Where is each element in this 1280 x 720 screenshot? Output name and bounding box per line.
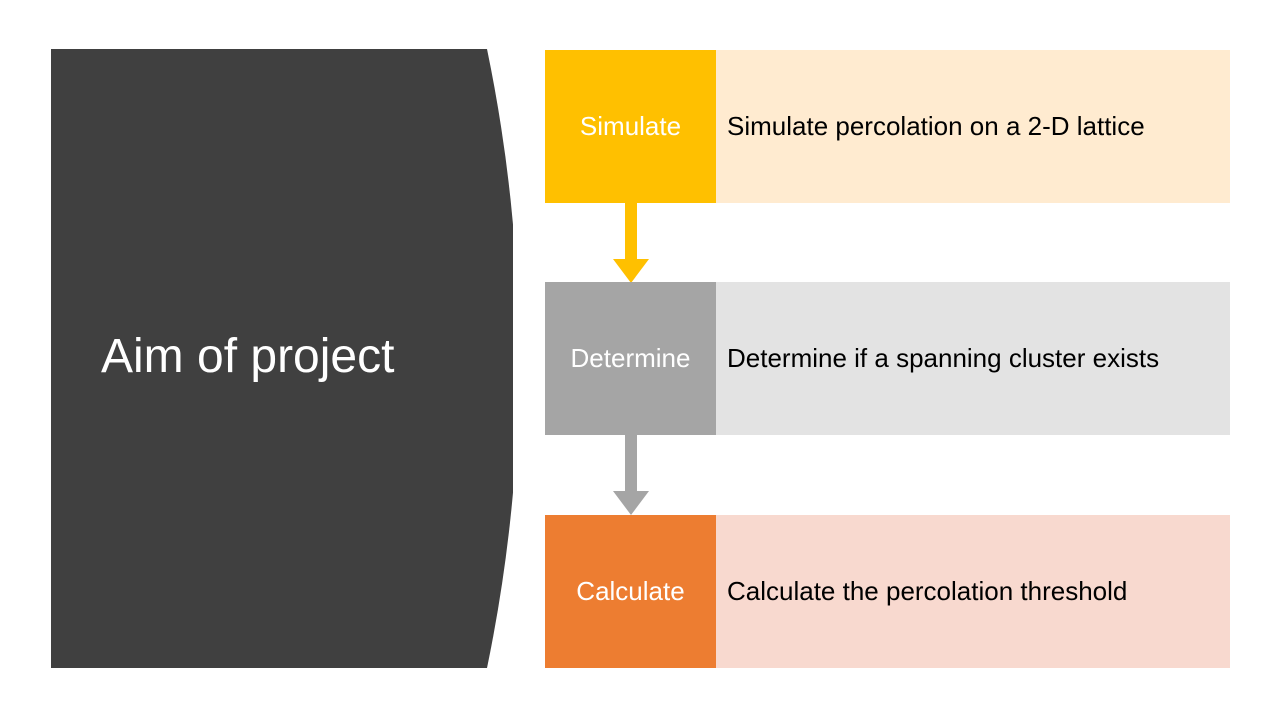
title-panel: Aim of project <box>51 49 513 668</box>
arrow-down-icon <box>613 435 649 515</box>
arrow-down-icon <box>613 203 649 283</box>
step-simulate-label: Simulate <box>545 50 716 203</box>
step-calculate-label: Calculate <box>545 515 716 668</box>
step-simulate-description: Simulate percolation on a 2-D lattice <box>716 50 1230 203</box>
title-panel-shape <box>51 49 513 668</box>
step-determine-label: Determine <box>545 282 716 435</box>
step-calculate-description: Calculate the percolation threshold <box>716 515 1230 668</box>
page-title: Aim of project <box>101 330 395 383</box>
step-determine-description: Determine if a spanning cluster exists <box>716 282 1230 435</box>
